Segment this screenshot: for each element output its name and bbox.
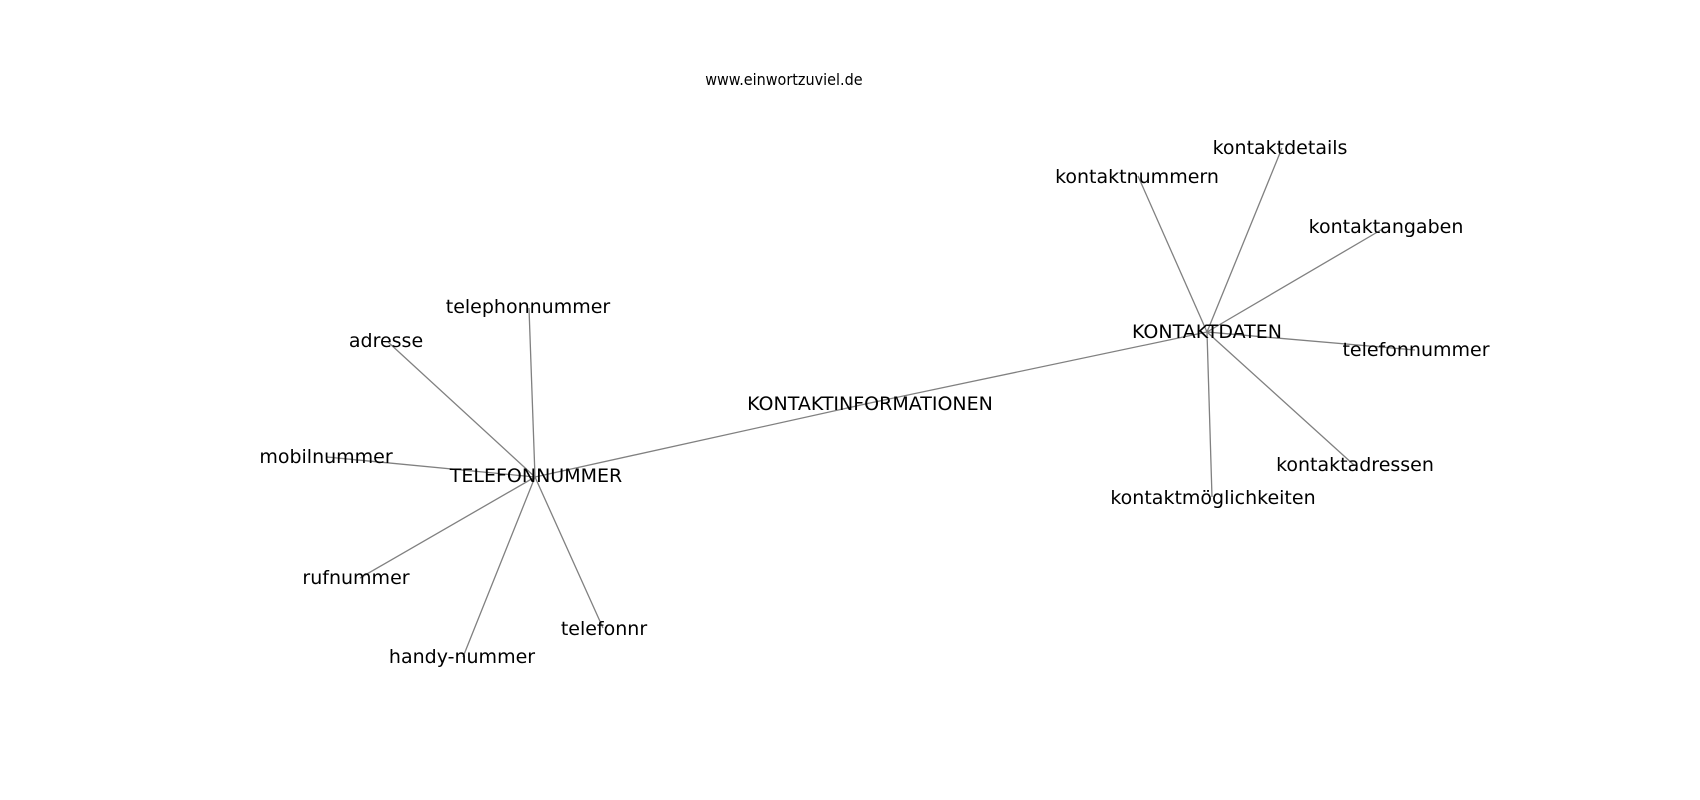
edge-telefonnummer-hub-telefonnr — [534, 476, 604, 629]
edge-kontaktdaten-kontaktmoeglichkeiten — [1206, 331, 1213, 498]
edge-telefonnummer-hub-telephonnummer — [528, 307, 536, 478]
edge-kontaktdaten-kontaktadressen — [1206, 331, 1355, 466]
edge-telefonnummer-hub-handy-nummer — [462, 476, 536, 658]
node-label-telefonnummer-hub: TELEFONNUMMER — [449, 465, 622, 487]
edge-kontaktinformationen-kontaktdaten — [869, 331, 1208, 404]
watermark-text: www.einwortzuviel.de — [705, 70, 863, 89]
node-label-kontaktadressen: kontaktadressen — [1276, 454, 1434, 476]
node-label-telefonnummer: telefonnummer — [1342, 339, 1489, 361]
node-label-handy-nummer: handy-nummer — [389, 646, 535, 668]
node-label-kontaktnummern: kontaktnummern — [1055, 166, 1219, 188]
edge-telefonnummer-hub-adresse — [387, 341, 536, 478]
node-label-kontaktangaben: kontaktangaben — [1309, 216, 1464, 238]
node-label-kontaktdaten: KONTAKTDATEN — [1132, 321, 1282, 343]
edge-kontaktdaten-kontaktnummern — [1137, 175, 1208, 333]
edge-telefonnummer-hub-kontaktinformationen — [534, 402, 871, 478]
node-label-telephonnummer: telephonnummer — [446, 296, 611, 318]
edge-telefonnummer-hub-rufnummer — [359, 476, 536, 579]
edge-telefonnummer-hub-mobilnummer — [326, 456, 536, 478]
labels-layer: KONTAKTINFORMATIONEN TELEFONNUMMER KONTAKT… — [259, 137, 1489, 668]
node-label-mobilnummer: mobilnummer — [259, 446, 393, 468]
node-label-telefonnr: telefonnr — [561, 618, 648, 640]
node-label-kontaktinformationen: KONTAKTINFORMATIONEN — [747, 393, 993, 415]
edge-kontaktdaten-kontaktangaben — [1206, 226, 1387, 333]
edge-kontaktdaten-telefonnummer — [1206, 331, 1416, 351]
edge-kontaktdaten-kontaktdetails — [1206, 147, 1283, 333]
node-label-kontaktdetails: kontaktdetails — [1213, 137, 1348, 159]
node-label-adresse: adresse — [349, 330, 423, 352]
edges-layer — [326, 147, 1416, 658]
node-label-kontaktmoeglichkeiten: kontaktmöglichkeiten — [1110, 487, 1315, 509]
node-label-rufnummer: rufnummer — [302, 567, 409, 589]
